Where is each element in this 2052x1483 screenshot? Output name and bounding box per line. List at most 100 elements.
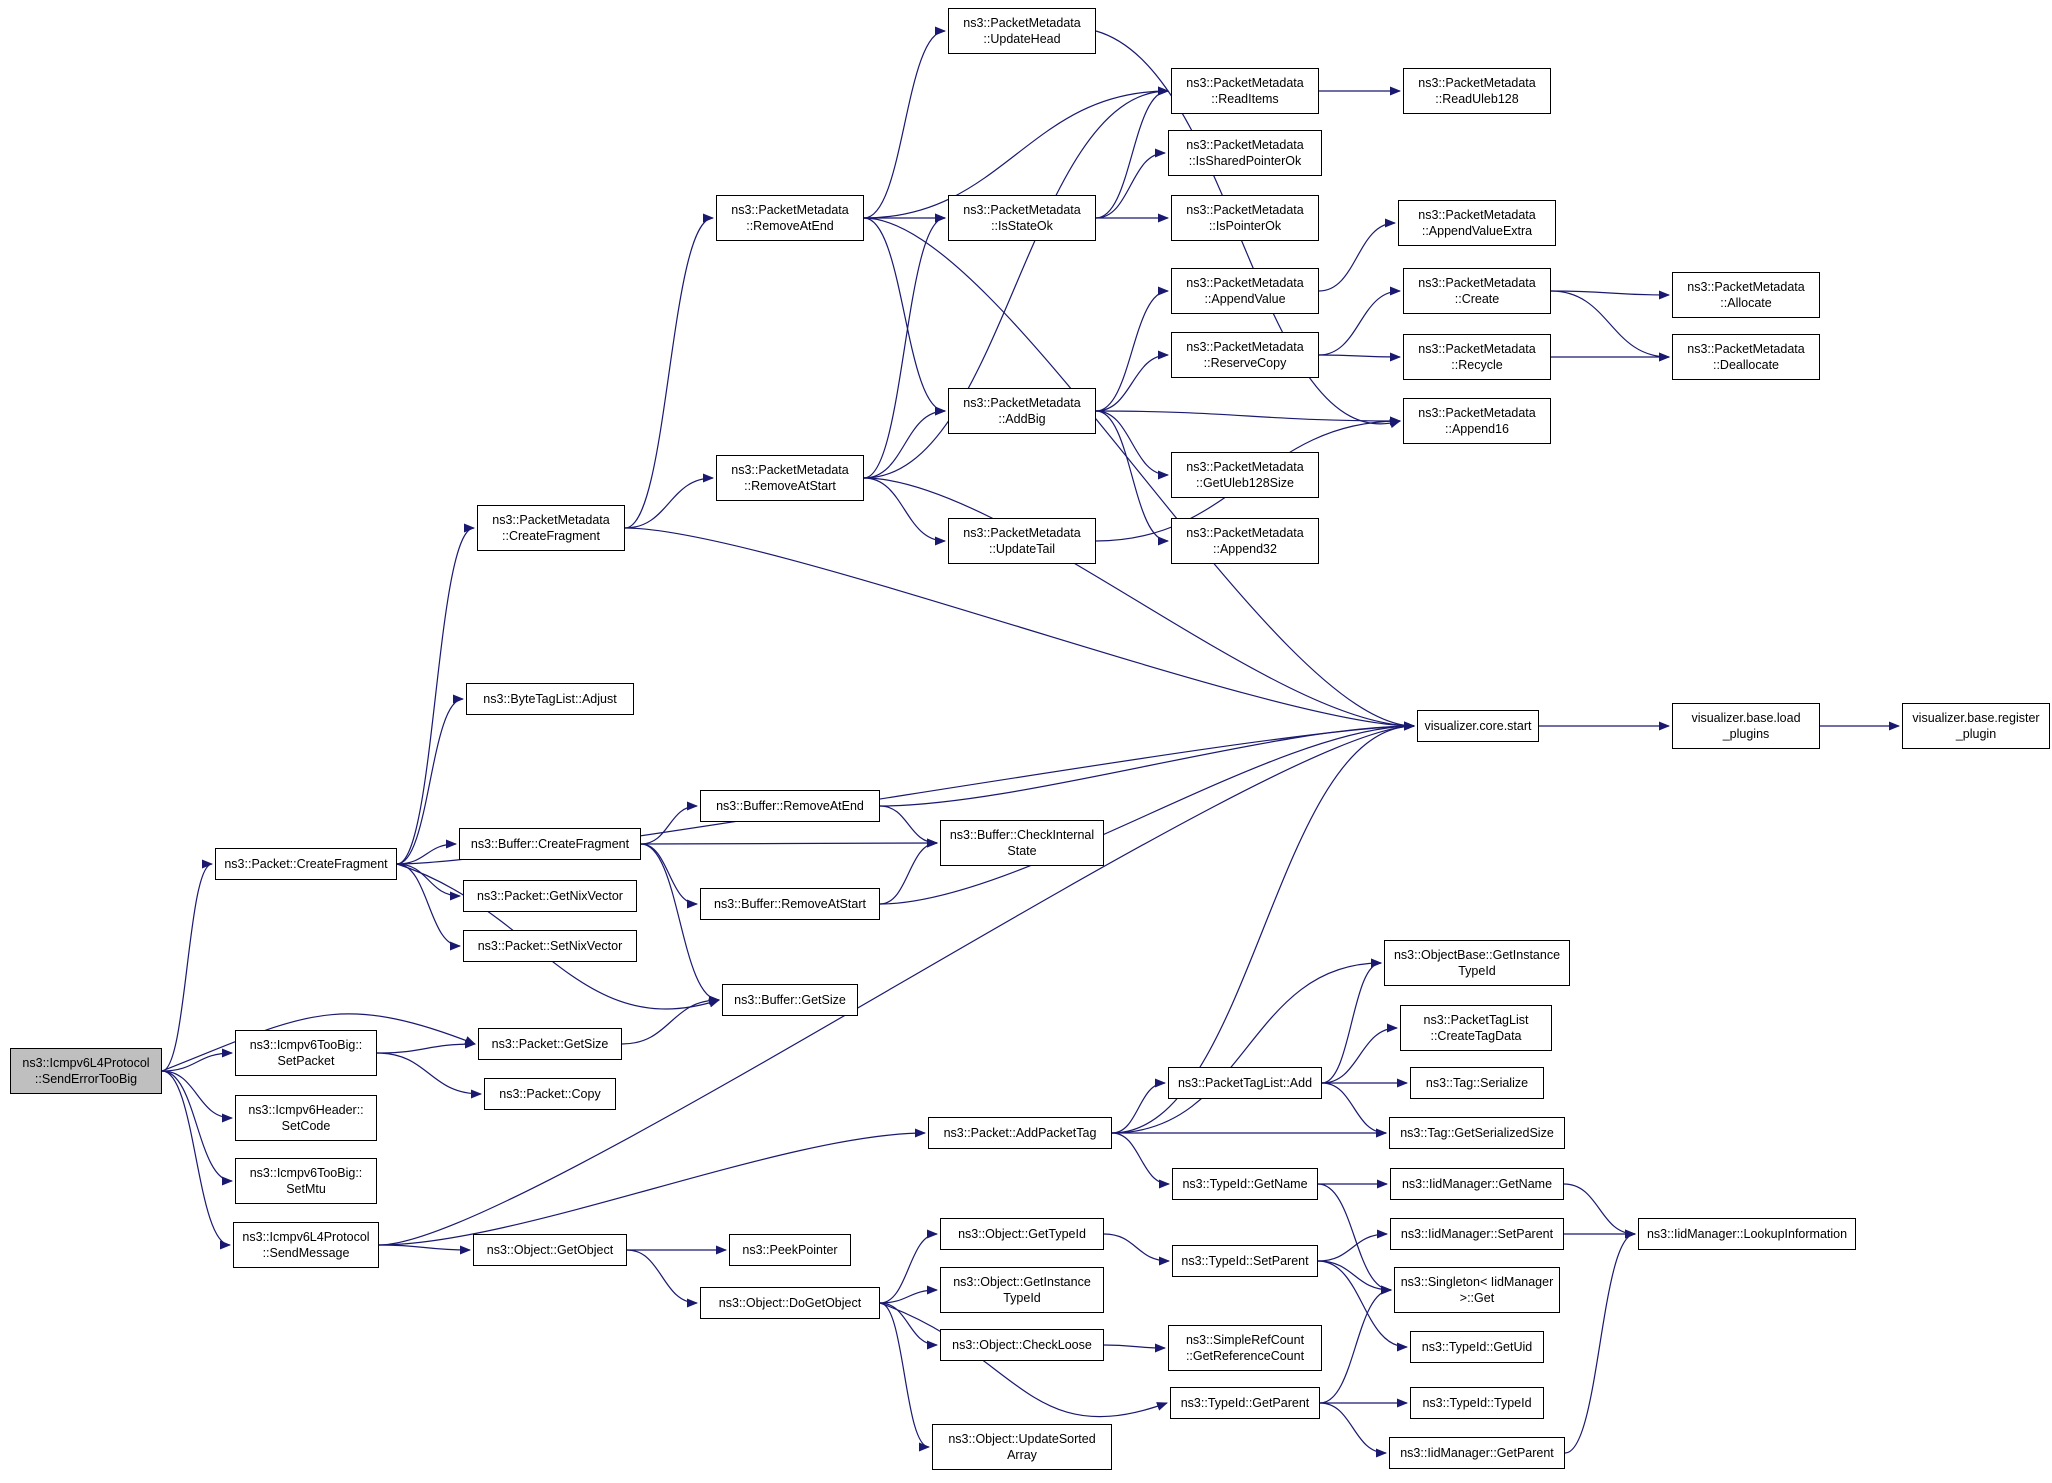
node-icmpv6header-set-code[interactable]: ns3::Icmpv6Header:: SetCode [235,1095,377,1141]
node-vis-base-load-plugins[interactable]: visualizer.base.load _plugins [1672,703,1820,749]
node-typeid-get-uid[interactable]: ns3::TypeId::GetUid [1410,1331,1544,1363]
edge-pm-is-state-ok--pm-is-shared-pointer-ok [1095,148,1166,219]
node-object-do-get-object[interactable]: ns3::Object::DoGetObject [700,1287,880,1319]
edge-buffer-remove-at-end--vis-core-start [879,721,1415,807]
node-pm-recycle[interactable]: ns3::PacketMetadata ::Recycle [1403,334,1551,380]
node-peek-pointer[interactable]: ns3::PeekPointer [729,1234,851,1266]
node-typeid-typeid[interactable]: ns3::TypeId::TypeId [1410,1387,1544,1419]
edge-buffer-remove-at-start--vis-core-start [879,721,1415,905]
edge-pm-remove-at-start--pm-read-items [863,86,1169,479]
node-buffer-check-internal-state[interactable]: ns3::Buffer::CheckInternal State [940,820,1104,866]
node-icmpv6l4-send-message[interactable]: ns3::Icmpv6L4Protocol ::SendMessage [233,1222,379,1268]
node-pm-add-big[interactable]: ns3::PacketMetadata ::AddBig [948,388,1096,434]
node-iidmanager-set-parent[interactable]: ns3::IidManager::SetParent [1390,1218,1564,1250]
node-pm-create[interactable]: ns3::PacketMetadata ::Create [1403,268,1551,314]
node-buffer-get-size[interactable]: ns3::Buffer::GetSize [722,984,858,1016]
edge-pm-remove-at-start--pm-update-tail [863,477,946,546]
edge-packettaglist-add--tag-get-serialized-size [1321,1082,1387,1138]
node-pm-append16[interactable]: ns3::PacketMetadata ::Append16 [1403,398,1551,444]
node-typeid-get-name[interactable]: ns3::TypeId::GetName [1172,1168,1318,1200]
edge-pm-add-big--pm-append16 [1095,410,1401,426]
edge-buffer-create-fragment--buffer-get-size [640,843,720,1005]
node-typeid-set-parent[interactable]: ns3::TypeId::SetParent [1172,1245,1318,1277]
node-packet-create-fragment[interactable]: ns3::Packet::CreateFragment [215,848,397,880]
node-buffer-remove-at-start[interactable]: ns3::Buffer::RemoveAtStart [700,888,880,920]
node-vis-core-start[interactable]: visualizer.core.start [1417,710,1539,742]
node-pm-remove-at-end[interactable]: ns3::PacketMetadata ::RemoveAtEnd [716,195,864,241]
node-bytetaglist-adjust[interactable]: ns3::ByteTagList::Adjust [466,683,634,715]
edge-iidmanager-get-parent--iidmanager-lookup-information [1564,1229,1636,1454]
node-pm-append32[interactable]: ns3::PacketMetadata ::Append32 [1171,518,1319,564]
edge-pm-add-big--pm-get-uleb128-size [1095,410,1169,480]
edge-pm-reserve-copy--pm-recycle [1318,352,1401,362]
node-vis-base-register-plugin[interactable]: visualizer.base.register _plugin [1902,703,2050,749]
node-pm-read-uleb128[interactable]: ns3::PacketMetadata ::ReadUleb128 [1403,68,1551,114]
node-pm-read-items[interactable]: ns3::PacketMetadata ::ReadItems [1171,68,1319,114]
node-pm-is-state-ok[interactable]: ns3::PacketMetadata ::IsStateOk [948,195,1096,241]
node-objectbase-get-instance-typeid[interactable]: ns3::ObjectBase::GetInstance TypeId [1384,940,1570,986]
edge-icmpv6l4-send-message--object-get-object [378,1244,471,1255]
node-pm-remove-at-start[interactable]: ns3::PacketMetadata ::RemoveAtStart [716,455,864,501]
edge-object-check-loose--simplerefcount-get-reference-count [1103,1343,1166,1353]
edge-object-do-get-object--object-get-instance-typeid [879,1285,938,1304]
edge-icmpv6l4-send-error-too-big--icmpv6toobig-set-packet [161,1048,233,1072]
node-packettaglist-add[interactable]: ns3::PacketTagList::Add [1168,1067,1322,1099]
node-packettaglist-create-tag-data[interactable]: ns3::PacketTagList ::CreateTagData [1400,1005,1552,1051]
node-icmpv6l4-send-error-too-big[interactable]: ns3::Icmpv6L4Protocol ::SendErrorTooBig [10,1048,162,1094]
node-singleton-iidmanager-get[interactable]: ns3::Singleton< IidManager >::Get [1394,1267,1560,1313]
node-pm-reserve-copy[interactable]: ns3::PacketMetadata ::ReserveCopy [1171,332,1319,378]
node-object-get-instance-typeid[interactable]: ns3::Object::GetInstance TypeId [940,1267,1104,1313]
node-iidmanager-get-parent[interactable]: ns3::IidManager::GetParent [1389,1437,1565,1469]
node-pm-allocate[interactable]: ns3::PacketMetadata ::Allocate [1672,272,1820,318]
edge-packet-create-fragment--buffer-get-size [396,863,720,1010]
edge-buffer-create-fragment--buffer-remove-at-end [640,801,698,845]
node-pm-update-head[interactable]: ns3::PacketMetadata ::UpdateHead [948,8,1096,54]
node-buffer-remove-at-end[interactable]: ns3::Buffer::RemoveAtEnd [700,790,880,822]
node-packet-copy[interactable]: ns3::Packet::Copy [484,1078,616,1110]
edge-pm-is-state-ok--pm-read-items [1095,86,1169,219]
edge-typeid-get-parent--iidmanager-get-parent [1319,1402,1387,1458]
node-icmpv6toobig-set-packet[interactable]: ns3::Icmpv6TooBig:: SetPacket [235,1030,377,1076]
node-object-check-loose[interactable]: ns3::Object::CheckLoose [940,1329,1104,1361]
edge-packettaglist-add--objectbase-get-instance-typeid [1321,958,1382,1084]
node-pm-deallocate[interactable]: ns3::PacketMetadata ::Deallocate [1672,334,1820,380]
edge-typeid-get-name--singleton-iidmanager-get [1317,1183,1392,1295]
edge-packet-add-packet-tag--packettaglist-add [1111,1078,1166,1134]
node-packet-add-packet-tag[interactable]: ns3::Packet::AddPacketTag [928,1117,1112,1149]
edge-packet-create-fragment--bytetaglist-adjust [396,694,464,865]
edge-object-do-get-object--object-get-typeid [879,1229,938,1304]
node-pm-update-tail[interactable]: ns3::PacketMetadata ::UpdateTail [948,518,1096,564]
node-iidmanager-lookup-information[interactable]: ns3::IidManager::LookupInformation [1638,1218,1856,1250]
node-pm-is-pointer-ok[interactable]: ns3::PacketMetadata ::IsPointerOk [1171,195,1319,241]
node-packet-get-size[interactable]: ns3::Packet::GetSize [478,1028,622,1060]
node-icmpv6toobig-set-mtu[interactable]: ns3::Icmpv6TooBig:: SetMtu [235,1158,377,1204]
edge-pm-add-big--pm-reserve-copy [1095,350,1169,412]
node-typeid-get-parent[interactable]: ns3::TypeId::GetParent [1170,1387,1320,1419]
node-tag-get-serialized-size[interactable]: ns3::Tag::GetSerializedSize [1389,1117,1565,1149]
node-pm-append-value[interactable]: ns3::PacketMetadata ::AppendValue [1171,268,1319,314]
edge-object-get-object--object-do-get-object [626,1249,698,1308]
edge-pm-remove-at-end--pm-read-items [863,86,1169,219]
edge-pm-remove-at-end--pm-add-big [863,217,946,416]
node-object-get-object[interactable]: ns3::Object::GetObject [473,1234,627,1266]
edge-icmpv6l4-send-error-too-big--packet-create-fragment [161,859,213,1072]
edge-packet-add-packet-tag--typeid-get-name [1111,1132,1170,1189]
edge-pm-add-big--pm-append32 [1095,410,1169,546]
node-pm-append-value-extra[interactable]: ns3::PacketMetadata ::AppendValueExtra [1398,200,1556,246]
edge-pm-add-big--pm-append-value [1095,286,1169,412]
node-pm-is-shared-pointer-ok[interactable]: ns3::PacketMetadata ::IsSharedPointerOk [1168,130,1322,176]
node-simplerefcount-get-reference-count[interactable]: ns3::SimpleRefCount ::GetReferenceCount [1168,1325,1322,1371]
node-packet-get-nix-vector[interactable]: ns3::Packet::GetNixVector [463,880,637,912]
node-pm-get-uleb128-size[interactable]: ns3::PacketMetadata ::GetUleb128Size [1171,452,1319,498]
node-pm-create-fragment[interactable]: ns3::PacketMetadata ::CreateFragment [477,505,625,551]
node-object-update-sorted-array[interactable]: ns3::Object::UpdateSorted Array [932,1424,1112,1470]
node-iidmanager-get-name[interactable]: ns3::IidManager::GetName [1390,1168,1564,1200]
edge-typeid-set-parent--iidmanager-set-parent [1317,1229,1388,1262]
edge-iidmanager-get-name--iidmanager-lookup-information [1563,1183,1636,1239]
node-tag-serialize[interactable]: ns3::Tag::Serialize [1410,1067,1544,1099]
node-object-get-typeid[interactable]: ns3::Object::GetTypeId [940,1218,1104,1250]
node-packet-set-nix-vector[interactable]: ns3::Packet::SetNixVector [463,930,637,962]
node-buffer-create-fragment[interactable]: ns3::Buffer::CreateFragment [459,828,641,860]
